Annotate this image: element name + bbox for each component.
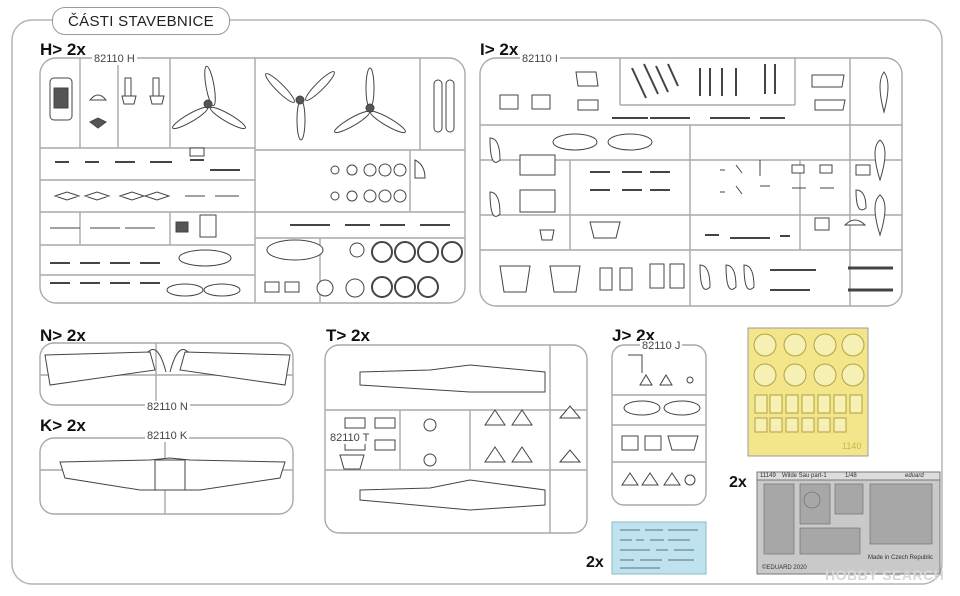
sprue-code-t: 82110 T: [328, 432, 372, 444]
sprue-j-parts: [621, 354, 701, 486]
sprue-code-n: 82110 N: [145, 401, 190, 413]
photoetch-made-in: Made in Czech Republic: [868, 555, 934, 561]
photoetch-code: 11149: [760, 473, 776, 479]
sprue-frames: [39, 57, 903, 534]
sprue-code-i: 82110 I: [520, 53, 560, 65]
photoetch-multiplier: 2x: [729, 474, 747, 491]
sprue-k-parts: [59, 457, 286, 491]
sprue-i-parts: [489, 63, 893, 293]
mask-sheet: [747, 327, 869, 457]
sprue-label-h: H> 2x: [40, 40, 86, 59]
photoetch-brand: eduard: [905, 473, 924, 479]
sprue-frame-i: [479, 57, 903, 307]
watermark: HOBBY SEARCH: [825, 567, 945, 583]
sprue-code-h: 82110 H: [92, 53, 137, 65]
sprue-label-k: K> 2x: [40, 416, 86, 435]
sprue-h-parts: [49, 65, 463, 298]
page-title: ČÁSTI STAVEBNICE: [52, 7, 230, 35]
mask-number: 1140: [842, 441, 862, 451]
photoetch-title: Wilde Sau part-1: [782, 473, 827, 479]
sprue-code-k: 82110 K: [145, 430, 190, 442]
sprue-n-parts: [44, 349, 291, 386]
sprue-code-j: 82110 J: [640, 340, 683, 352]
photoetch-scale: 1/48: [845, 473, 857, 479]
photoetch-fret: [756, 471, 941, 575]
outer-frame: [11, 19, 943, 585]
sprue-label-t: T> 2x: [326, 326, 370, 345]
sprue-frame-t: [324, 344, 588, 534]
sprue-t-parts: [339, 364, 582, 511]
sprue-label-n: N> 2x: [40, 326, 86, 345]
decal-multiplier: 2x: [586, 554, 604, 571]
decal-sheet: [611, 521, 707, 575]
sprue-label-i: I> 2x: [480, 40, 519, 59]
photoetch-copyright: ©EDUARD 2020: [762, 565, 807, 571]
